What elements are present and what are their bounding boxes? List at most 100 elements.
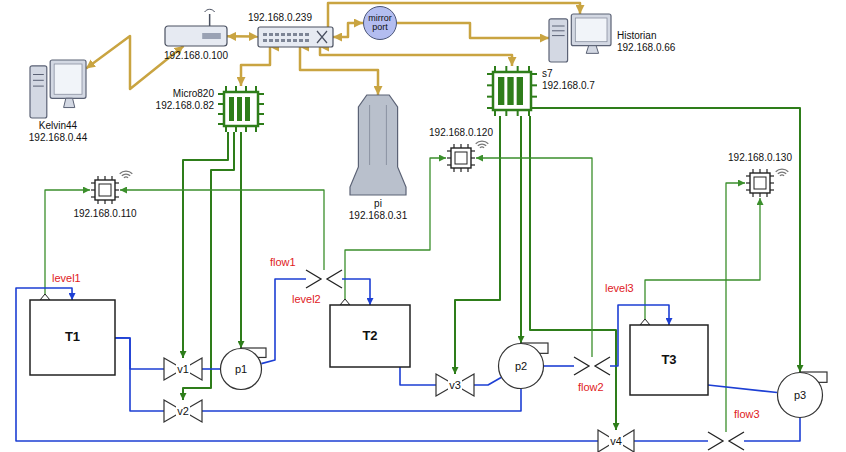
signal-wire — [476, 158, 592, 357]
node-label: Micro820 — [173, 88, 214, 100]
computer-icon-outline — [549, 14, 611, 62]
pump-symbol: p3 — [776, 372, 824, 418]
pipe-line — [16, 288, 598, 441]
pump-symbol: p2 — [498, 343, 544, 389]
network-link — [397, 23, 549, 38]
router-icon: 192.168.0.100 — [165, 26, 227, 46]
signal-wire — [120, 190, 324, 270]
node-label: T1 — [64, 330, 81, 345]
pump-symbol: p1 — [220, 348, 262, 390]
valve-symbol: v4 — [598, 430, 634, 452]
network-link — [320, 47, 512, 66]
wifi-symbol — [476, 141, 489, 148]
node-label: 192.168.0.130 — [728, 152, 792, 164]
node-label: p3 — [793, 389, 807, 402]
node-label: v2 — [176, 405, 190, 418]
node-label: v4 — [609, 435, 623, 448]
signal-name: level2 — [292, 293, 321, 306]
switch-icon-outline — [258, 27, 333, 47]
node-label: T2 — [361, 329, 378, 344]
node-label: p1 — [234, 363, 248, 376]
switch-icon: 192.168.0.239 — [258, 27, 333, 47]
tank-box: T1 — [30, 300, 115, 375]
pipe-line — [115, 338, 164, 411]
node-label: flow1 — [270, 256, 296, 269]
wireless-sensor-outline — [745, 168, 775, 198]
plc-chip-outline — [487, 66, 537, 116]
pipe-line — [744, 418, 800, 441]
control-wire — [520, 116, 522, 343]
pipe-line — [634, 440, 708, 442]
wifi-symbol — [120, 171, 133, 178]
pipe-line — [474, 377, 501, 385]
network-link — [333, 23, 363, 37]
wireless-sensor-outline — [446, 143, 476, 173]
flow-meter-outline — [306, 270, 342, 288]
node-label: 192.168.0.239 — [248, 12, 312, 24]
wifi-symbol — [776, 169, 789, 176]
signal-name: level3 — [605, 282, 634, 295]
control-wire — [530, 116, 616, 430]
node-label: p2 — [514, 360, 528, 373]
pi-server: pi192.168.0.31 — [350, 95, 406, 195]
level-transmitter — [40, 294, 50, 300]
node-label: 192.168.0.120 — [429, 127, 493, 139]
pipe-line — [202, 368, 220, 370]
level-transmitter — [340, 299, 350, 305]
signal-name: level1 — [52, 272, 81, 285]
node-label: v1 — [176, 363, 190, 376]
wireless-sensor: 192.168.0.110 — [90, 175, 120, 205]
node-label: T3 — [660, 353, 677, 368]
node-label: 192.168.0.110 — [73, 208, 136, 220]
flow-meter: flow2 — [574, 357, 610, 375]
computer-icon-outline — [30, 60, 86, 118]
signal-wire — [645, 198, 760, 325]
pipe-line — [261, 279, 306, 364]
ip-address: 192.168.0.82 — [156, 100, 214, 112]
ip-address: 192.168.0.31 — [349, 210, 407, 222]
flow-meter: flow3 — [708, 432, 744, 450]
valve-symbol: v3 — [436, 374, 474, 396]
wireless-sensor: 192.168.0.130 — [745, 168, 775, 198]
ip-address: 192.168.0.7 — [542, 80, 595, 92]
node-label: 192.168.0.100 — [164, 50, 228, 62]
flow-meter-outline — [574, 357, 610, 375]
router-icon-outline — [165, 26, 227, 46]
valve-symbol: v1 — [164, 358, 202, 380]
signal-wire — [45, 190, 90, 300]
level-transmitter — [640, 319, 650, 325]
plc-chip: s7192.168.0.7 — [487, 66, 537, 116]
mirror-port-circle: mirror port — [363, 6, 397, 40]
network-link — [241, 47, 270, 86]
node-label: flow3 — [734, 408, 760, 421]
valve-symbol: v2 — [164, 400, 202, 422]
flow-meter: flow1 — [306, 270, 342, 288]
plc-chip: Micro820192.168.0.82 — [218, 86, 264, 132]
pipe-line — [708, 385, 777, 393]
tank-box: T3 — [630, 325, 708, 395]
ip-address: 192.168.0.66 — [617, 42, 675, 54]
ip-address: 192.168.0.44 — [29, 132, 87, 144]
signal-wire — [726, 183, 745, 432]
node-label: s7 — [542, 68, 553, 80]
computer-icon: Kelvin44192.168.0.44 — [30, 60, 86, 118]
plc-chip-outline — [218, 86, 264, 132]
network-link — [227, 35, 258, 38]
pipe-line — [115, 338, 164, 369]
node-label: v3 — [448, 379, 462, 392]
wireless-sensor-outline — [90, 175, 120, 205]
node-label: Kelvin44 — [39, 120, 77, 132]
node-label: Historian — [617, 30, 656, 42]
control-wire — [240, 132, 242, 348]
node-label: pi — [374, 198, 382, 210]
tank-box: T2 — [330, 305, 410, 367]
flow-meter-outline — [708, 432, 744, 450]
node-label: mirror port — [364, 14, 396, 32]
node-label: flow2 — [578, 381, 604, 394]
pi-server-outline — [350, 95, 406, 195]
control-wire — [183, 132, 228, 358]
pipe-line — [544, 365, 574, 367]
